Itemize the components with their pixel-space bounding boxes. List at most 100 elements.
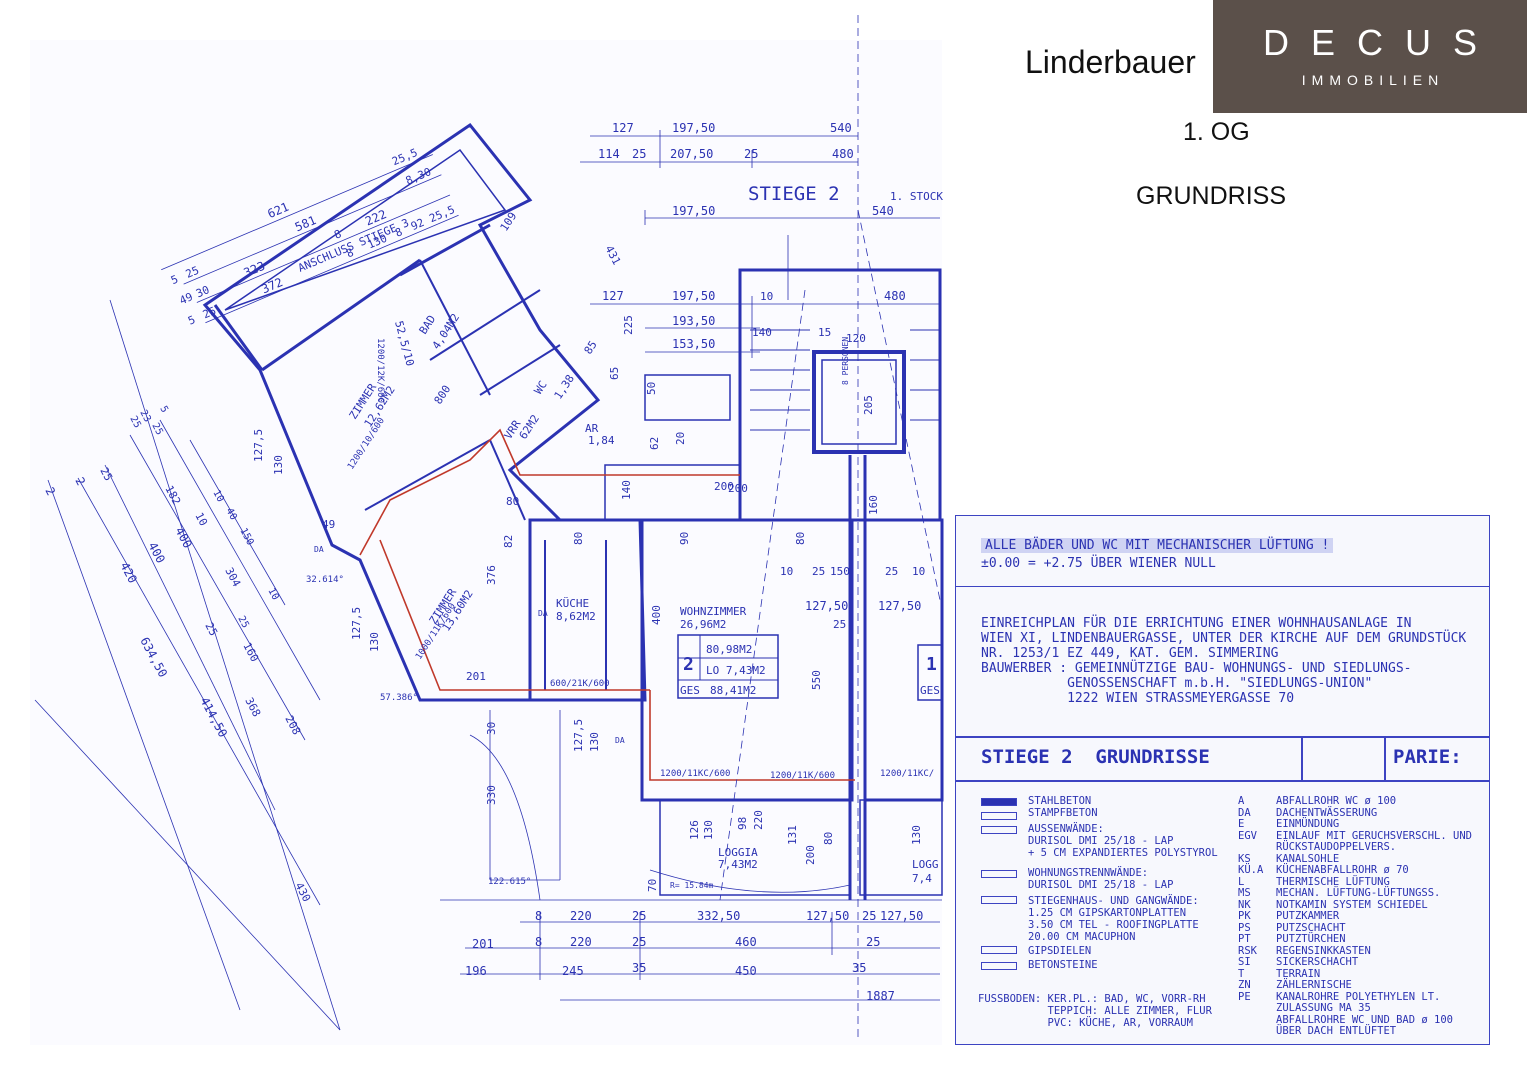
unit-total-area: 88,41M2 <box>710 684 756 697</box>
unit-table-frame <box>677 634 943 701</box>
legend-text-11: 20.00 CM MACUPHON <box>1028 931 1136 943</box>
unit-number: 2 <box>683 654 694 675</box>
legend-swatch-reinforced-concrete <box>981 798 1017 806</box>
lift-dimension: 205 <box>862 395 875 415</box>
dim-bottom-3-4: 450 <box>735 964 757 978</box>
arc-radius: R= 15.84m <box>670 881 714 890</box>
document-type: GRUNDRISS <box>1136 182 1287 210</box>
window-label-4: 1200/11KC/600 <box>660 769 730 779</box>
abbreviation-text: KÜCHENABFALLROHR ø 70 <box>1276 864 1409 876</box>
floor-finish-1: FUSSBODEN: KER.PL.: BAD, WC, VORR-RH <box>978 993 1206 1005</box>
abbreviation-text: PUTZTÜRCHEN <box>1276 933 1346 945</box>
dim-diag-16: 25 <box>127 414 142 430</box>
dim-bottom-4-1: 1887 <box>866 989 895 1003</box>
legend-text-7: DURISOL DMI 25/18 - LAP <box>1028 879 1174 891</box>
legend-swatch-exterior-walls <box>981 826 1017 834</box>
dimension-lines-bottom <box>460 912 940 1001</box>
abbreviation-code: PK <box>1238 910 1251 922</box>
dim-misc-4: 85 <box>582 338 600 356</box>
floor-finish-3: PVC: KÜCHE, AR, VORRAUM <box>978 1017 1193 1029</box>
legend-swatch-gypsum <box>981 946 1017 954</box>
legend-text-5: + 5 CM EXPANDIERTES POLYSTYROL <box>1028 847 1218 859</box>
dim-misc-46: 140 <box>620 480 633 500</box>
dim-diag-21: 23 <box>137 408 152 424</box>
stair-sublabel: 1. STOCK <box>890 190 943 203</box>
abbreviation-text: ZULASSUNG MA 35 <box>1276 1002 1371 1014</box>
dim-top-14: 193,50 <box>672 314 715 328</box>
dim-misc-16: 127,5 <box>252 429 265 462</box>
dim-misc-14: 80 <box>794 532 807 545</box>
unit-area-living: 80,98M2 <box>706 643 752 656</box>
divider-v-1 <box>1301 736 1303 780</box>
legend-text-9: 1.25 CM GIPSKARTONPLATTEN <box>1028 907 1187 919</box>
abbreviation-text: REGENSINKKASTEN <box>1276 944 1371 957</box>
room-area-kitchen: 8,62M2 <box>556 610 596 623</box>
dim-top-7: 25 <box>744 147 758 161</box>
legend-text-4: DURISOL DMI 25/18 - LAP <box>1028 835 1174 847</box>
window-label-6: 1200/11KC/ <box>880 769 934 779</box>
dim-bottom-1-1: 8 <box>535 909 542 923</box>
legend-text-6: WOHNUNGSTRENNWÄNDE: <box>1028 867 1149 879</box>
dim-misc-18: 127,5 <box>350 607 363 640</box>
next-unit-number: 1 <box>926 654 937 675</box>
next-unit-total-label: GES <box>920 684 940 697</box>
room-name-living: WOHNZIMMER <box>680 605 747 618</box>
dimension-lines-left-diagonal <box>47 419 321 1011</box>
abbreviation-code: PS <box>1238 921 1251 934</box>
legend-text-3: AUSSENWÄNDE: <box>1028 823 1104 835</box>
sheet-edge-left <box>109 299 341 1031</box>
abbreviation-text: ABFALLROHRE WC UND BAD ø 100 <box>1276 1013 1454 1026</box>
dim-top-11: 127 <box>602 289 624 303</box>
loggia-arc-left <box>469 734 541 901</box>
dim-misc-6: 62 <box>648 437 661 450</box>
dim-misc-31: 200 <box>804 845 817 865</box>
dim-misc-51: DA <box>314 545 324 554</box>
abbreviation-text: KANALSOHLE <box>1276 852 1340 865</box>
abbreviation-text: DACHENTWÄSSERUNG <box>1276 806 1378 819</box>
dim-misc-7: 200 <box>714 480 734 493</box>
dim-diag-18: 40 <box>223 506 238 522</box>
legend-text-1: STAHLBETON <box>1028 795 1092 807</box>
description-line-5: GENOSSENSCHAFT m.b.H. "SIEDLUNGS-UNION" <box>981 676 1373 691</box>
logo-name: DECUS <box>1262 22 1500 63</box>
dim-diag-7: 25 <box>97 465 115 483</box>
dim-bottom-2-6: 25 <box>866 935 880 949</box>
dim-bottom-3-3: 35 <box>632 961 646 975</box>
abbreviation-code: KÜ.A <box>1238 864 1264 876</box>
dim-top-3: 540 <box>830 121 852 135</box>
dim-bottom-1-5: 127,50 <box>806 909 849 923</box>
abbreviation-code: DA <box>1238 806 1251 819</box>
installation-lines <box>359 428 855 781</box>
loggia-arc-bottom <box>649 869 851 893</box>
abbreviation-code: T <box>1238 967 1245 980</box>
legend-swatch-stair-walls <box>981 896 1017 904</box>
dim-misc-38: 10 <box>912 565 925 578</box>
dim-bottom-2-5: 460 <box>735 935 757 949</box>
abbreviation-code: E <box>1238 818 1245 830</box>
dim-rot-17: 30 <box>194 283 211 300</box>
dim-misc-49: 20 <box>674 432 687 445</box>
dim-misc-15: 82 <box>502 535 515 548</box>
room-area-ar: 1,84 <box>588 434 615 447</box>
abbreviation-code: A <box>1238 795 1245 807</box>
legend-swatch-rammed-concrete <box>981 812 1017 820</box>
dim-top-15: 153,50 <box>672 337 715 351</box>
dim-top-5: 25 <box>632 147 646 161</box>
abbreviation-text: ABFALLROHR WC ø 100 <box>1276 795 1397 807</box>
abbreviation-text: EINLAUF MIT GERUCHSVERSCHL. UND <box>1276 829 1472 842</box>
dim-bottom-1-2: 220 <box>570 909 592 923</box>
dim-misc-17: 130 <box>272 455 285 475</box>
dim-misc-41: 25 <box>833 618 846 631</box>
dim-bottom-1-3: 25 <box>632 909 646 923</box>
dim-top-1: 127 <box>612 121 634 135</box>
window-label-7: 1200/12K/600 <box>375 338 385 403</box>
dim-top-10: 540 <box>872 204 894 218</box>
abbreviation-text: SICKERSCHACHT <box>1276 956 1359 968</box>
dim-misc-20: 201 <box>466 670 486 683</box>
dim-rot-11: 8 <box>393 225 404 240</box>
abbreviation-text: KANALROHRE POLYETHYLEN LT. <box>1276 990 1441 1003</box>
abbreviation-code: EGV <box>1238 829 1257 842</box>
dim-bottom-3-1: 196 <box>465 964 487 978</box>
dim-misc-19: 130 <box>368 632 381 652</box>
abbreviation-code: SI <box>1238 956 1251 968</box>
